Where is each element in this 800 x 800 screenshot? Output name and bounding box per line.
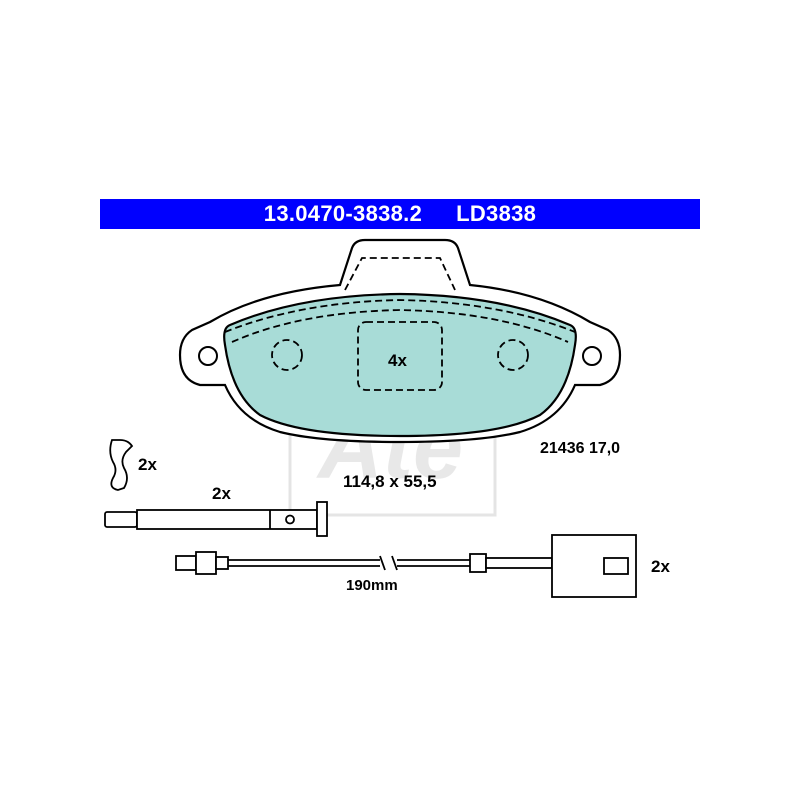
mounting-hole-left	[198, 346, 218, 366]
sensor-length: 190mm	[346, 577, 398, 594]
hidden-lines	[224, 257, 576, 391]
part-number: 13.0470-3838.2	[263, 201, 423, 226]
pin-quantity: 2x	[212, 484, 231, 503]
guide-pin-icon	[104, 501, 328, 537]
wva-code: LD3838	[456, 201, 537, 226]
mounting-hole-right	[582, 346, 602, 366]
pad-quantity: 4x	[388, 351, 407, 370]
wear-sensor-icon	[175, 534, 637, 598]
friction-pad	[223, 292, 577, 438]
part-number-bar: 13.0470-3838.2 LD3838	[100, 199, 700, 229]
pad-dimensions: 114,8 x 55,5	[343, 472, 437, 491]
retaining-clip-icon	[109, 439, 134, 491]
clip-quantity: 2x	[138, 455, 157, 474]
pad-reference: 21436 17,0	[540, 440, 621, 457]
sensor-quantity: 2x	[651, 557, 670, 576]
